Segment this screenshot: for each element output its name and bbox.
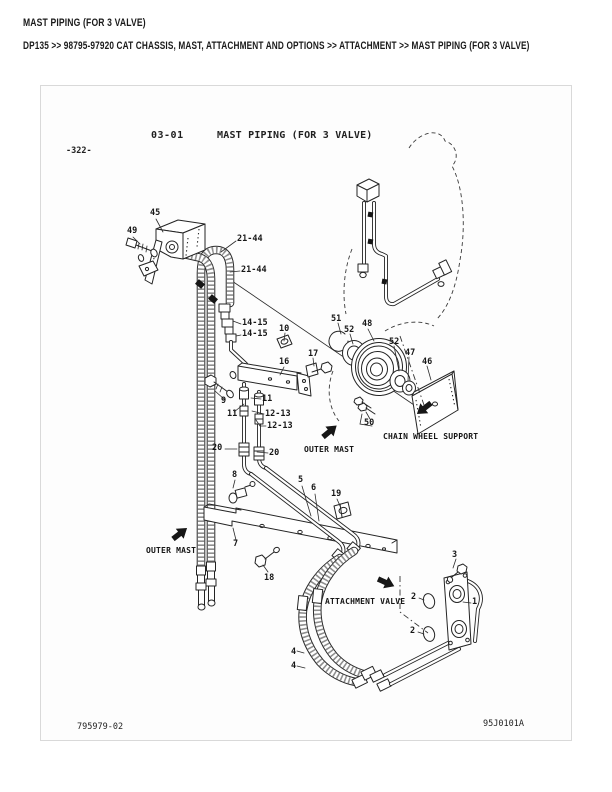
doc-number: 795979-02	[77, 722, 124, 732]
pipe-bracket-16	[237, 334, 333, 397]
clamp-8	[228, 481, 256, 504]
chain-wheel-assembly	[328, 330, 459, 435]
view-arrow-icon	[318, 420, 341, 442]
view-arrow-icon	[169, 522, 191, 545]
page-number: -322-	[66, 146, 92, 156]
view-arrow-icon	[375, 573, 397, 593]
breadcrumb: DP135 >> 98795-97920 CAT CHASSIS, MAST, …	[23, 40, 530, 52]
dashed-outline	[328, 132, 464, 422]
bracket-7	[203, 503, 398, 554]
bolt-49	[125, 237, 158, 262]
fittings-14-15	[218, 303, 248, 366]
attachment-valve-assembly	[399, 563, 483, 651]
section-code: 03-01	[151, 130, 184, 141]
leader-lines	[132, 218, 472, 669]
clip-19	[333, 501, 352, 520]
hoses-4	[296, 541, 461, 692]
drawing-number: 95J0101A	[483, 719, 524, 729]
figure-title: MAST PIPING (FOR 3 VALVE)	[217, 130, 373, 141]
part-45-bracket	[138, 219, 206, 285]
page-title: MAST PIPING (FOR 3 VALVE)	[23, 17, 146, 29]
upper-pipes	[356, 178, 453, 307]
bolt-18	[254, 546, 280, 568]
hoses-21-44	[172, 245, 235, 611]
